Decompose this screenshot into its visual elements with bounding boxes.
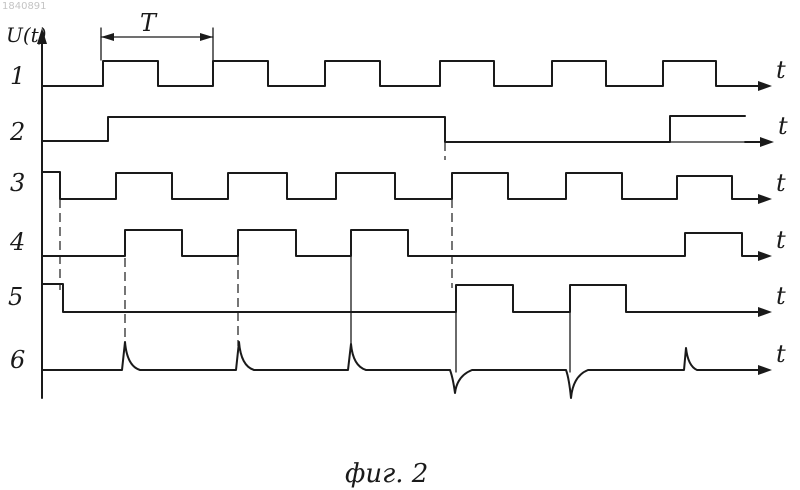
axis-label-u: U(t) — [6, 23, 47, 47]
signal-3-waveform — [42, 172, 760, 199]
figure-caption: фиг. 2 — [345, 459, 428, 489]
signal-row-3: 3 t — [10, 169, 786, 204]
time-axis-label: t — [776, 226, 786, 254]
signal-6-waveform — [42, 342, 760, 398]
row-label: 3 — [10, 169, 25, 197]
signal-1-waveform — [42, 61, 760, 86]
signal-row-2: 2 t — [9, 112, 788, 147]
signal-2-waveform — [42, 116, 745, 142]
signal-5-waveform — [42, 284, 760, 312]
row-label: 6 — [10, 346, 25, 374]
row-label: 2 — [9, 118, 25, 146]
row-label: 5 — [8, 283, 23, 311]
signal-row-6: 6 t — [10, 340, 786, 398]
time-axis-label: t — [776, 56, 786, 84]
row-label: 4 — [9, 228, 25, 256]
doc-number-stamp: 1840891 — [2, 1, 47, 12]
signal-row-1: 1 t — [10, 56, 786, 91]
time-axis-label: t — [778, 112, 788, 140]
time-axis-label: t — [776, 169, 786, 197]
time-axis-label: t — [776, 282, 786, 310]
period-label: T — [140, 9, 158, 37]
time-axis-label: t — [776, 340, 786, 368]
row-label: 1 — [10, 62, 25, 90]
signal-4-waveform — [42, 230, 760, 256]
